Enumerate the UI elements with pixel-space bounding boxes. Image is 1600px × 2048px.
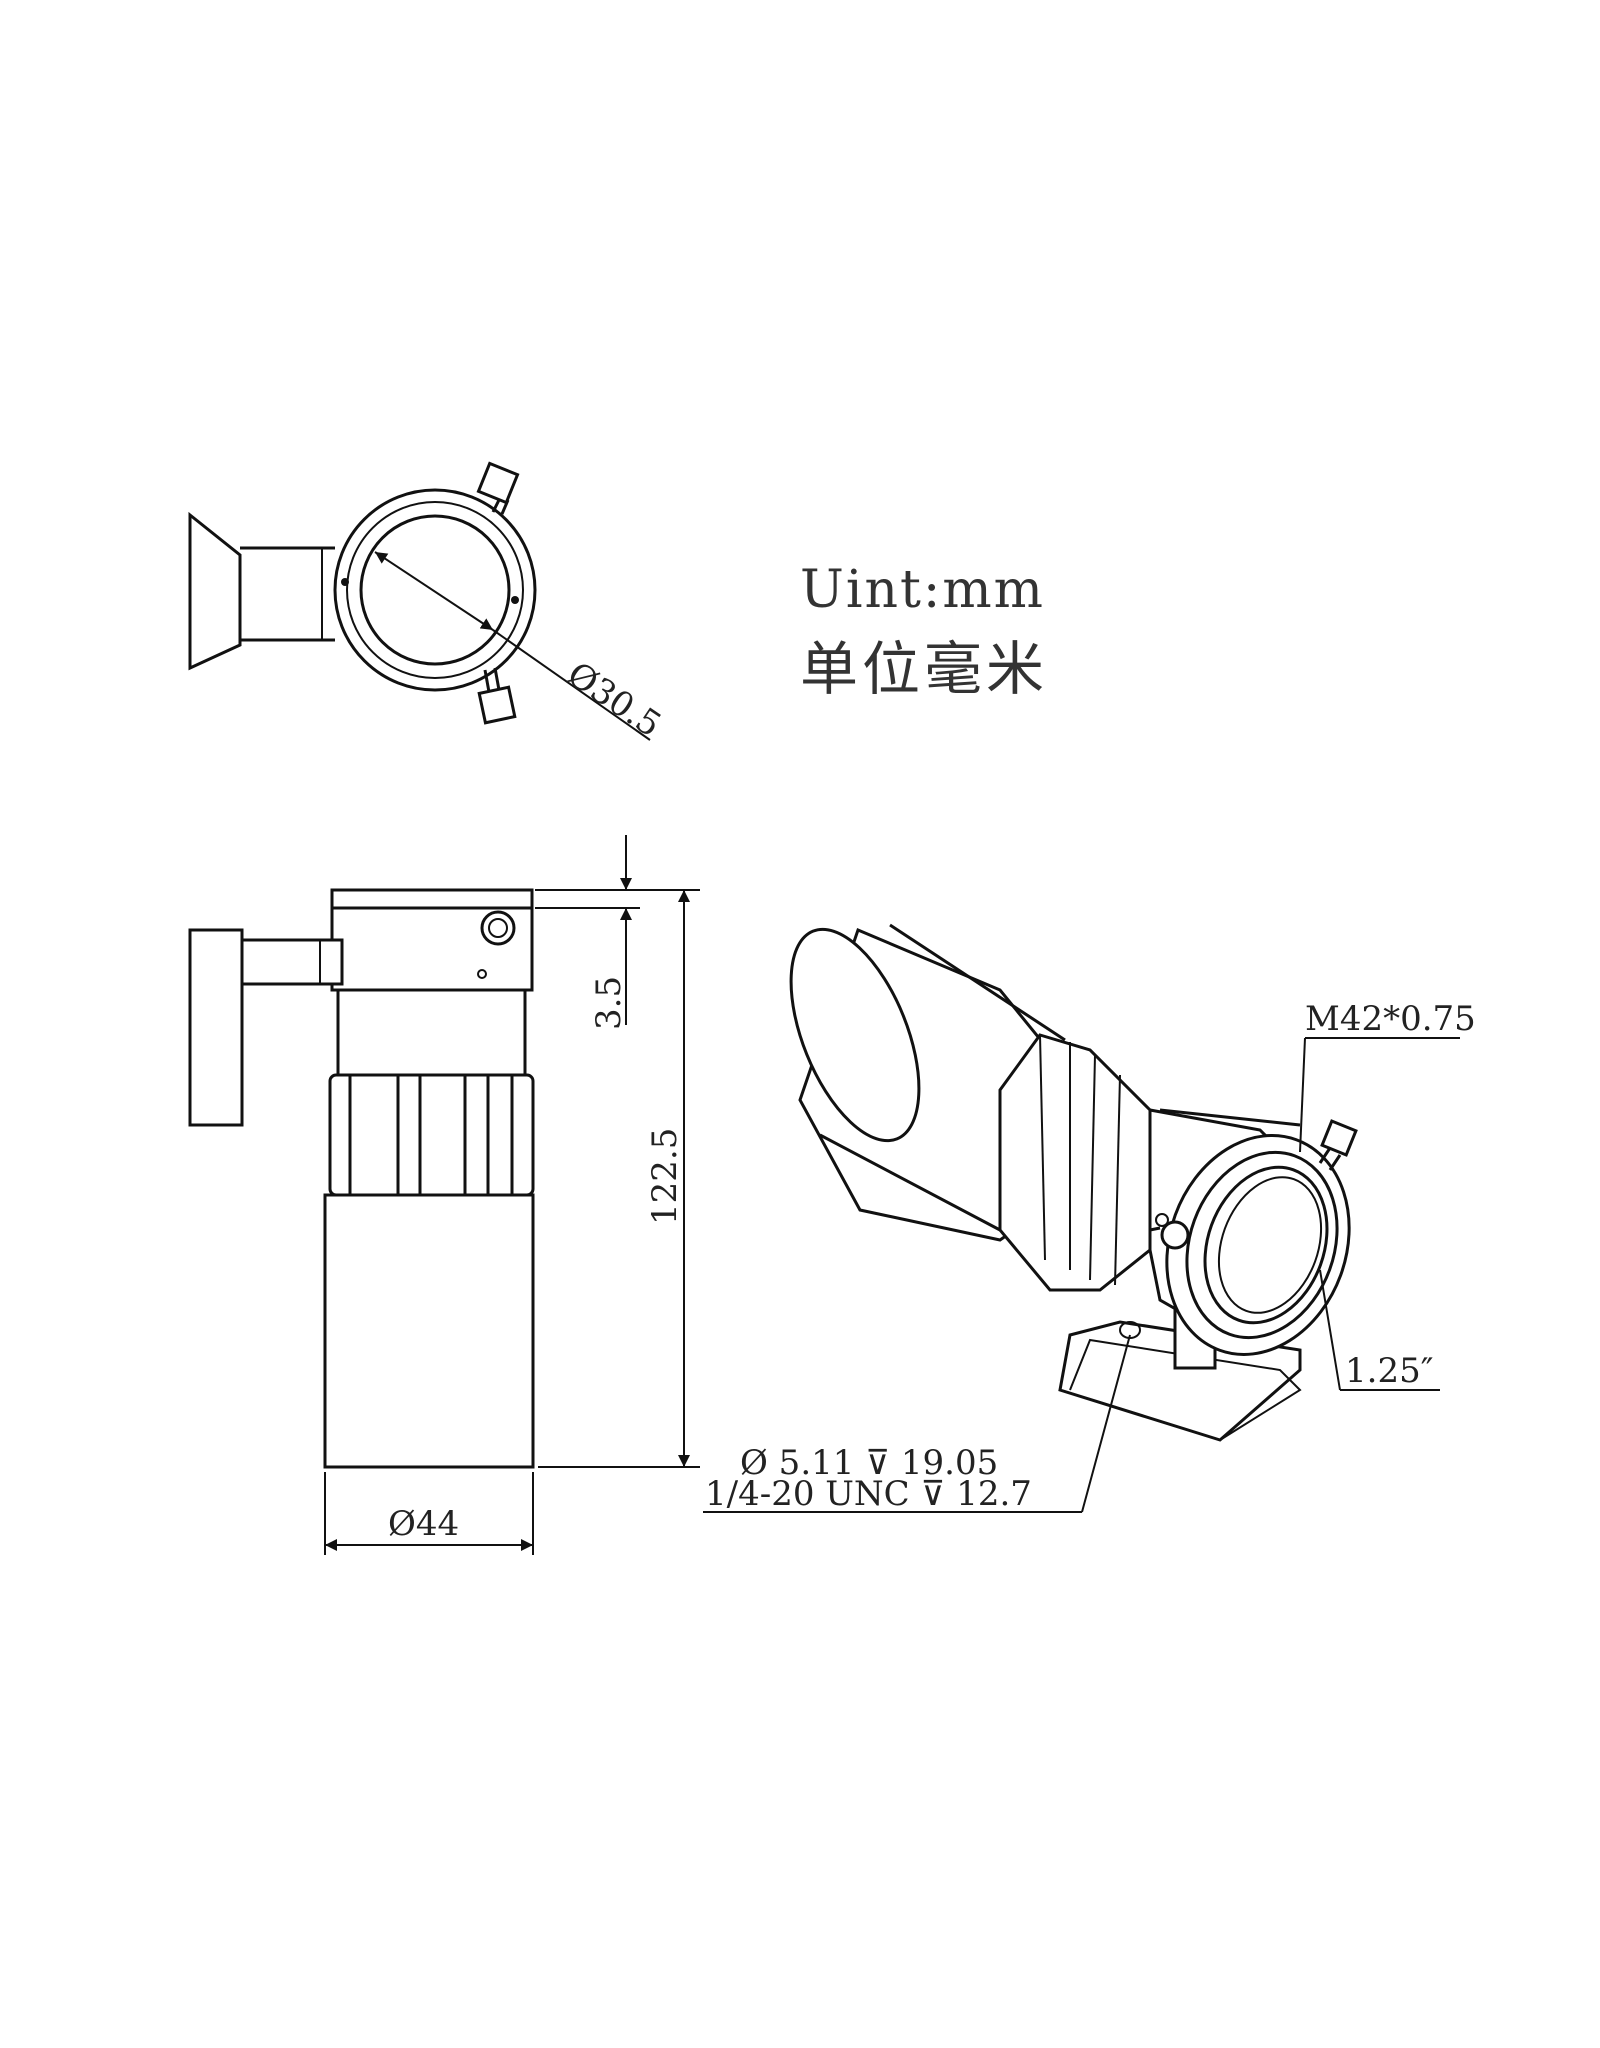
outer-diameter-label: Ø44 [388,1504,459,1544]
iso-thumbscrew-right [1318,1119,1358,1171]
top-view: Ø30.5 [188,461,668,745]
unit-english: Uint:mm [800,560,1045,620]
main-tube [323,1193,535,1469]
overall-length-label: 122.5 [645,1128,685,1225]
hole-spec-line2: 1/4-20 UNC ⊽ 12.7 [705,1474,1032,1514]
knurled-ring [328,1073,535,1197]
unit-note: Uint:mm 单位毫米 [800,560,1048,706]
thumbscrew-top [476,461,520,515]
top-offset-label: 3.5 [589,976,629,1030]
outer-ring [333,488,537,692]
top-view-foot [188,511,242,671]
thread-label: M42*0.75 [1305,999,1476,1039]
rear-cap [789,927,921,1143]
iso-knurled-ring [998,1033,1152,1292]
ring-body [330,906,534,992]
hole-spec-line1: Ø 5.11 ⊽ 19.05 [740,1443,998,1483]
eyepiece-size-label: 1.25″ [1345,1351,1433,1391]
iso-front-ring [1165,1134,1351,1356]
iso-thumbscrew-left [1149,1213,1190,1250]
unit-chinese: 单位毫米 [800,635,1049,703]
inner-diameter-label: Ø30.5 [560,654,668,745]
top-cap [330,888,534,910]
side-foot [188,928,244,1127]
side-view: 3.5 122.5 Ø44 [188,835,700,1555]
inner-bore [359,514,511,666]
isometric-view: M42*0.75 1.25″ Ø 5.11 ⊽ 19.05 1/4-20 UNC… [703,923,1476,1514]
thumbscrew-bottom [477,667,517,725]
